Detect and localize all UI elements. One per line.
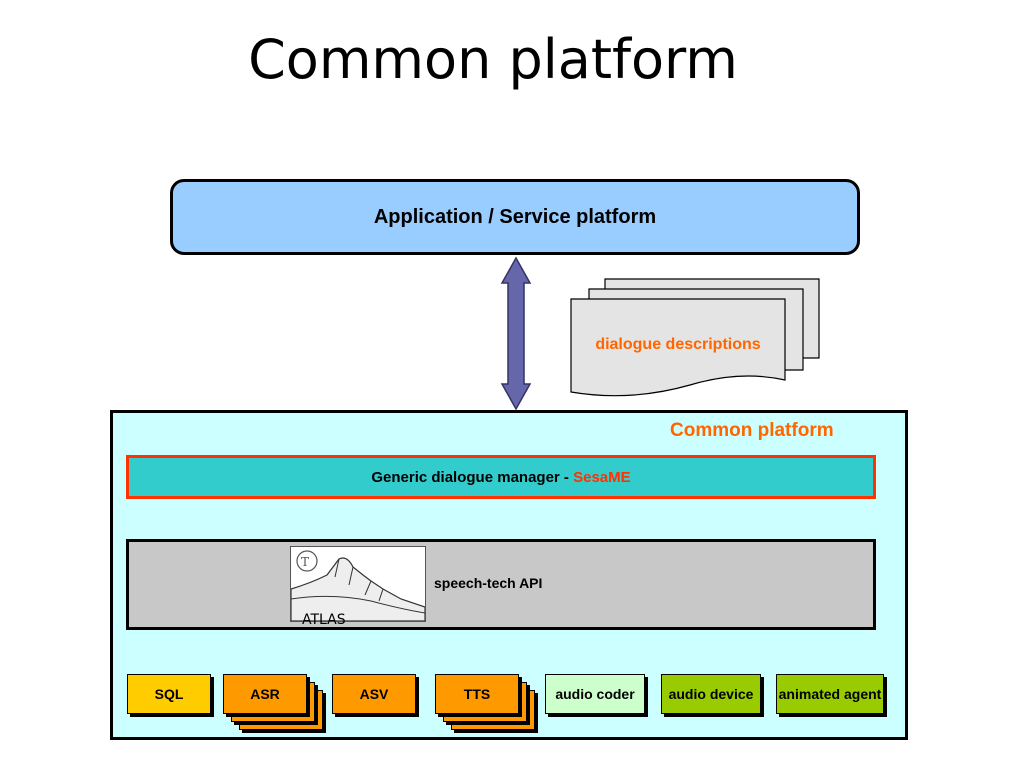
- speech-tech-api-box: [126, 539, 876, 630]
- application-service-platform-box: Application / Service platform: [170, 179, 860, 255]
- slide-title: Common platform: [248, 28, 738, 91]
- sql-label: SQL: [154, 686, 184, 702]
- audio-coder-module: audio coder: [545, 674, 645, 714]
- mountain-sketch-icon: T: [290, 550, 426, 622]
- asr-module: ASR: [223, 674, 307, 714]
- asv-module: ASV: [332, 674, 416, 714]
- audio-coder-label: audio coder: [555, 686, 635, 702]
- asr-label: ASR: [250, 686, 280, 702]
- dialogue-descriptions-label: dialogue descriptions: [595, 336, 761, 353]
- application-label: Application / Service platform: [373, 205, 657, 228]
- asv-label: ASV: [359, 686, 389, 702]
- sesame-label: SesaME: [573, 468, 631, 486]
- audio-device-module: audio device: [661, 674, 761, 714]
- tts-label: TTS: [463, 686, 491, 702]
- animated-agent-module: animated agent: [776, 674, 884, 714]
- atlas-logo-image: T: [290, 546, 426, 622]
- generic-dialogue-manager-box: Generic dialogue manager - SesaME: [126, 455, 876, 499]
- common-platform-label: Common platform: [670, 420, 834, 441]
- atlas-label: ATLAS: [302, 612, 346, 628]
- dialogue-manager-label: Generic dialogue manager -: [371, 468, 574, 486]
- speech-tech-api-label: speech-tech API: [434, 575, 543, 591]
- tts-module: TTS: [435, 674, 519, 714]
- main-double-arrow: [500, 256, 532, 411]
- audio-device-label: audio device: [668, 686, 754, 702]
- dialogue-descriptions-stack: [570, 278, 820, 397]
- sql-module: SQL: [127, 674, 211, 714]
- animated-agent-label: animated agent: [778, 686, 882, 702]
- svg-text:T: T: [301, 555, 309, 569]
